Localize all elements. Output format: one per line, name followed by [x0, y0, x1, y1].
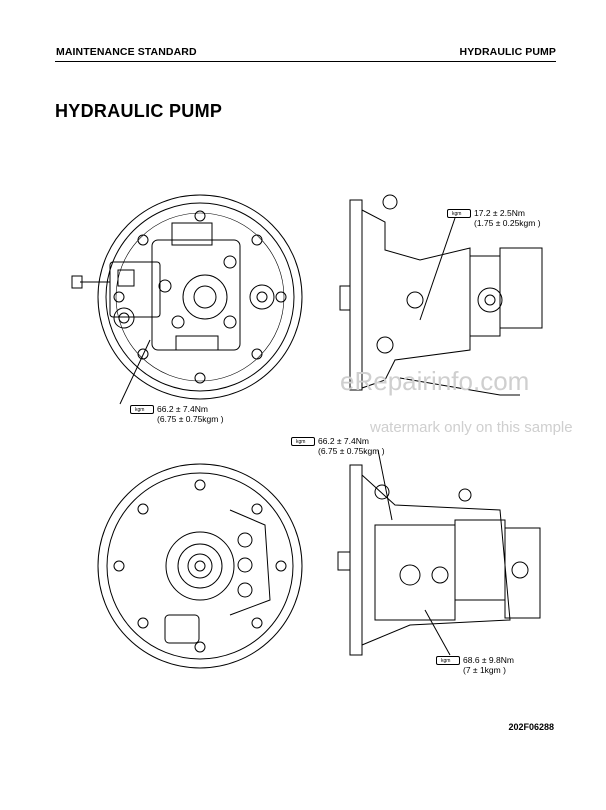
torque-note-2: 17.2 ± 2.5Nm (1.75 ± 0.25kgm )	[447, 208, 541, 228]
figure-code: 202F06288	[508, 722, 554, 732]
side-view-bottom	[337, 449, 541, 656]
front-view-bottom	[97, 463, 303, 669]
header-rule	[55, 61, 556, 62]
torque-note-3: 66.2 ± 7.4Nm (6.75 ± 0.75kgm )	[291, 436, 385, 456]
wrench-icon	[291, 437, 315, 447]
header-left: MAINTENANCE STANDARD	[56, 46, 197, 58]
side-view-top	[339, 194, 543, 396]
front-view-top	[71, 194, 303, 405]
header-right: HYDRAULIC PUMP	[459, 46, 556, 58]
torque-note-1: 66.2 ± 7.4Nm (6.75 ± 0.75kgm )	[130, 404, 224, 424]
torque-note-4: 68.6 ± 9.8Nm (7 ± 1kgm )	[436, 655, 514, 675]
watermark-note: watermark only on this sample	[370, 419, 573, 436]
wrench-icon	[436, 656, 460, 666]
page-title: HYDRAULIC PUMP	[55, 101, 223, 121]
watermark-site: eRepairinfo.com	[340, 366, 530, 396]
wrench-icon	[130, 405, 154, 415]
wrench-icon	[447, 209, 471, 219]
